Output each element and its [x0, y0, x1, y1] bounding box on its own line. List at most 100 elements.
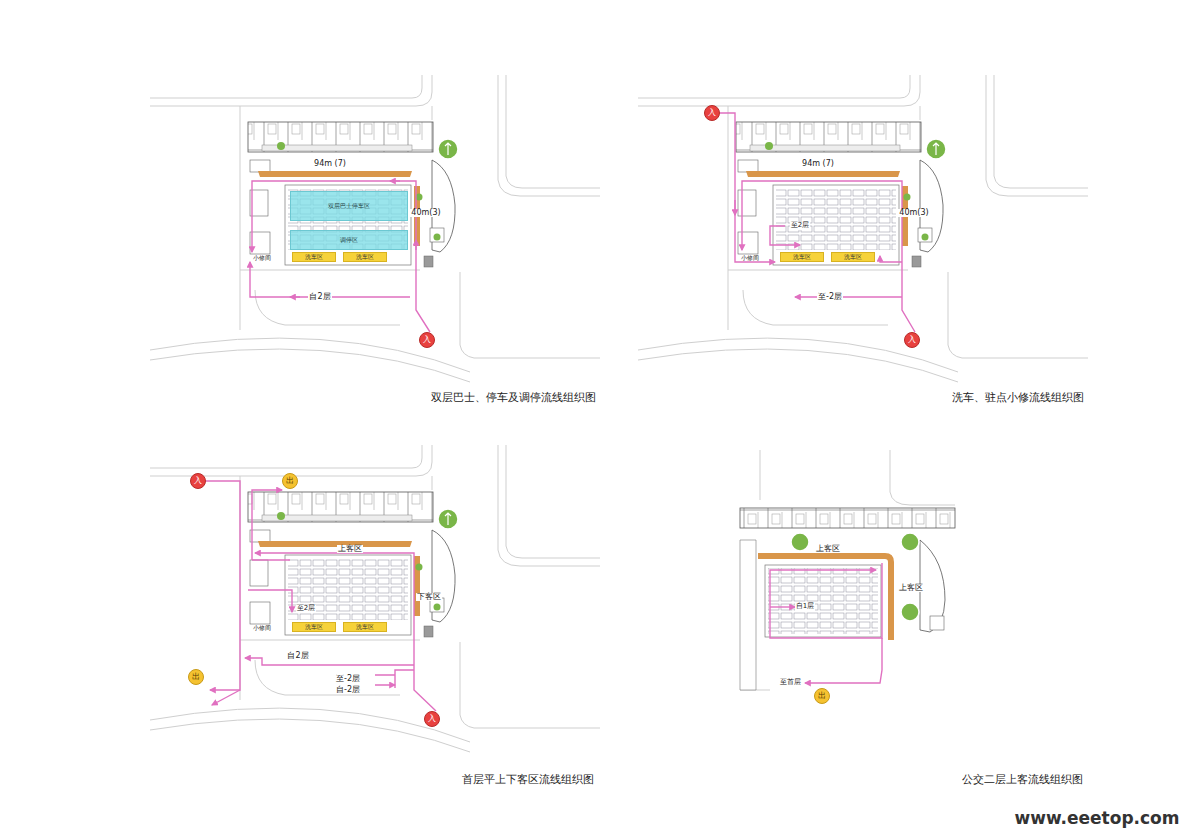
plan-label: 94m (7)	[801, 160, 835, 169]
node-text: 出	[192, 673, 200, 682]
panel-1	[150, 75, 600, 382]
plan-path	[290, 296, 300, 297]
plan-label: 小修间	[252, 625, 272, 632]
plan-path	[758, 553, 894, 640]
plan-label: 至2层	[790, 222, 810, 230]
plan-path	[720, 113, 775, 262]
plan-label: 40m(3)	[898, 209, 929, 218]
watermark: www.eeetop.com	[1014, 809, 1181, 828]
node-text: 出	[818, 692, 826, 701]
plan-path	[245, 658, 414, 665]
node-text: 入	[708, 109, 716, 118]
wash-zone: 洗车区	[343, 252, 387, 262]
plan-path	[415, 240, 416, 250]
entry-marker: 入	[704, 105, 720, 121]
exit-marker: 出	[814, 688, 830, 704]
plan-path	[390, 180, 400, 181]
plan-label: 自-2层	[335, 686, 361, 695]
node-text: 出	[286, 477, 294, 486]
plan-path	[255, 553, 436, 711]
panel-4	[740, 450, 955, 690]
plan-label: 小修间	[740, 255, 760, 262]
plan-circle	[791, 533, 809, 551]
plan-path	[252, 559, 290, 560]
plan-g	[740, 450, 955, 690]
exit-marker: 出	[282, 473, 298, 489]
plan-label: 至2层	[296, 605, 316, 613]
plan-label: 至首层	[779, 679, 802, 687]
node-text: 调停区	[340, 237, 358, 244]
figure-caption: 公交二层上客流线组织图	[961, 774, 1084, 786]
plan-g	[720, 113, 915, 332]
plan-path	[742, 181, 915, 332]
node-text: 洗车区	[305, 254, 323, 261]
node-text: 双层巴士停车区	[328, 203, 370, 210]
plan-path	[890, 450, 955, 505]
plan-path	[770, 563, 882, 638]
plan-path	[395, 670, 414, 688]
plan-label: 自1层	[795, 603, 815, 611]
plan-label: 下客区	[416, 593, 442, 602]
plan-label: 自2层	[286, 652, 309, 661]
plan-path	[805, 638, 882, 683]
node-text: 洗车区	[305, 624, 323, 631]
node-text: 入	[908, 336, 916, 345]
plan-path	[248, 590, 292, 612]
plan-circle	[901, 533, 919, 551]
plan-use	[638, 75, 1088, 382]
plan-path	[760, 450, 761, 500]
parking-zone: 调停区	[290, 230, 408, 250]
node-text: 洗车区	[793, 254, 811, 261]
plan-rect	[740, 508, 955, 528]
plan-label: 至-2层	[817, 293, 843, 302]
plan-use	[150, 445, 600, 752]
plan-label: 40m(3)	[410, 209, 441, 218]
plan-path	[252, 181, 430, 332]
entry-marker: 入	[904, 332, 920, 348]
plan-g	[250, 181, 430, 332]
plan-label: 自2层	[308, 293, 331, 302]
parking-zone: 双层巴士停车区	[290, 191, 408, 221]
figure-caption: 首层平上下客区流线组织图	[461, 774, 595, 786]
plan-path	[375, 675, 395, 685]
plan-path	[740, 540, 756, 690]
plan-label: 小修间	[252, 255, 272, 262]
wash-zone: 洗车区	[292, 622, 336, 632]
plan-label: 至-2层	[335, 675, 361, 684]
plan-path	[252, 490, 282, 560]
plan-g	[770, 563, 882, 683]
node-text: 入	[194, 477, 202, 486]
entry-marker: 入	[419, 332, 435, 348]
wash-zone: 洗车区	[292, 252, 336, 262]
exit-marker: 出	[188, 669, 204, 685]
entry-marker: 入	[190, 473, 206, 489]
wash-zone: 洗车区	[343, 622, 387, 632]
node-text: 入	[423, 336, 431, 345]
plan-rect	[768, 568, 878, 634]
figure-caption: 双层巴士、停车及调停流线组织图	[430, 392, 597, 404]
plan-path	[770, 606, 795, 607]
wash-zone: 洗车区	[780, 252, 824, 262]
entry-marker: 入	[424, 711, 440, 727]
plan-label: 94m (7)	[313, 160, 347, 169]
wash-zone: 洗车区	[831, 252, 875, 262]
plan-path	[880, 256, 902, 262]
panel-2	[638, 75, 1088, 382]
plan-path	[206, 481, 240, 690]
plan-label: 上客区	[815, 545, 841, 554]
panel-3	[150, 445, 600, 752]
plan-label: 上客区	[898, 584, 924, 593]
plan-use	[150, 75, 600, 382]
plan-path	[212, 690, 240, 705]
node-text: 洗车区	[844, 254, 862, 261]
plan-rect	[765, 565, 881, 637]
node-text: 洗车区	[356, 624, 374, 631]
plan-path	[734, 200, 735, 215]
plan-circle	[901, 603, 919, 621]
plan-path	[795, 296, 902, 297]
figure-caption: 洗车、驻点小修流线组织图	[951, 392, 1085, 404]
node-text: 洗车区	[356, 254, 374, 261]
plan-label: 上客区	[337, 545, 363, 554]
